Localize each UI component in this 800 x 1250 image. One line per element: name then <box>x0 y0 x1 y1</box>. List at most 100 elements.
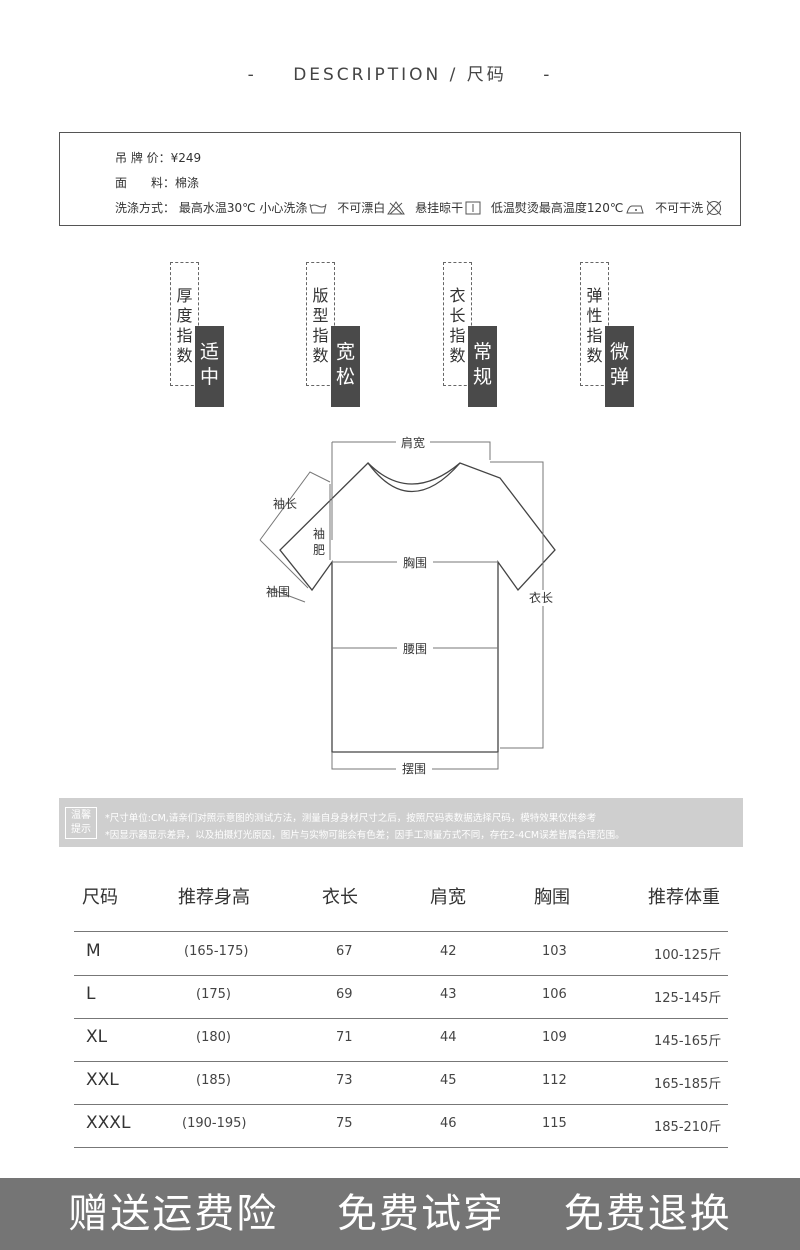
sleeve-width-label-1: 袖 <box>313 526 325 541</box>
table-header-chest: 胸围 <box>534 887 570 908</box>
table-row: XXXL (190-195) 75 46 115 185-210斤 <box>74 1104 728 1148</box>
cuff-label: 袖围 <box>266 584 290 599</box>
cell-length: 71 <box>336 1030 353 1045</box>
tip-line-2: *因显示器显示差异，以及拍摄灯光原因，图片与实物可能会有色差；因手工测量方式不同… <box>105 830 625 841</box>
sleeve-cuff-guide <box>259 539 309 589</box>
index-value: 常规 <box>468 326 497 407</box>
cell-shoulder: 43 <box>440 987 457 1002</box>
cell-shoulder: 46 <box>440 1116 457 1131</box>
shoulder-label-bg <box>396 433 430 451</box>
product-info-box: 吊 牌 价：¥249 面 料：棉涤 洗涤方式： 最高水温30℃ 小心洗涤 不可漂… <box>59 132 741 226</box>
cell-chest: 115 <box>542 1116 567 1131</box>
index-value: 宽松 <box>331 326 360 407</box>
table-row: XXL (185) 73 45 112 165-185斤 <box>74 1061 728 1105</box>
price-row: 吊 牌 价：¥249 <box>115 149 201 166</box>
iron-low-icon <box>626 205 644 213</box>
no-dry-clean-icon <box>706 200 722 215</box>
material-row: 面 料：棉涤 <box>115 174 199 191</box>
table-header-weight: 推荐体重 <box>648 887 720 908</box>
care-item: 最高水温30℃ 小心洗涤 <box>179 199 328 216</box>
table-header-divider <box>74 931 728 932</box>
table-header-length: 衣长 <box>322 887 358 908</box>
waist-label-bg <box>397 641 433 656</box>
care-item: 不可干洗 <box>655 199 723 216</box>
header-title: DESCRIPTION / 尺码 <box>293 65 507 85</box>
length-label: 衣长 <box>529 590 553 605</box>
table-row: XL (180) 71 44 109 145-165斤 <box>74 1018 728 1062</box>
index-label: 衣长指数 <box>449 286 466 365</box>
tips-badge-bottom: 提示 <box>71 824 91 835</box>
wash-label: 洗涤方式： <box>115 201 176 215</box>
hem-label: 摆围 <box>402 762 426 776</box>
wash-row: 洗涤方式： 最高水温30℃ 小心洗涤 不可漂白 悬挂晾干 低温熨烫最高温度120… <box>115 199 729 216</box>
cell-weight: 125-145斤 <box>654 991 722 1006</box>
tshirt-measurement-diagram: 肩宽 袖长 袖 肥 袖围 胸围 衣长 腰围 摆围 <box>259 433 556 777</box>
care-item: 低温熨烫最高温度120℃ <box>491 199 645 216</box>
material-value: 棉涤 <box>175 176 200 190</box>
shoulder-label: 肩宽 <box>401 435 425 450</box>
index-value: 适中 <box>195 326 224 407</box>
cell-height: (175) <box>196 987 231 1002</box>
cell-height: (190-195) <box>182 1116 247 1131</box>
cuff-line <box>267 587 306 603</box>
table-header-shoulder: 肩宽 <box>430 887 466 908</box>
cell-length: 75 <box>336 1116 353 1131</box>
index-elasticity: 弹性指数 微弹 <box>580 262 640 407</box>
tips-badge: 温馨 提示 <box>65 807 97 839</box>
waist-label: 腰围 <box>403 642 427 656</box>
neckline <box>367 462 461 485</box>
cell-length: 67 <box>336 944 353 959</box>
index-fit: 版型指数 宽松 <box>306 262 366 407</box>
cell-weight: 145-165斤 <box>654 1034 722 1049</box>
index-label-box <box>306 262 335 386</box>
sleeve-length-line <box>259 471 331 541</box>
cell-weight: 165-185斤 <box>654 1077 722 1092</box>
material-label: 面 料： <box>115 176 176 190</box>
price-label: 吊 牌 价： <box>115 151 171 165</box>
table-row: M (165-175) 67 42 103 100-125斤 <box>74 932 728 976</box>
tips-banner: 温馨 提示 *尺寸单位:CM,请亲们对照示意图的测试方法，测量自身身材尺寸之后，… <box>59 798 743 847</box>
cell-size: M <box>86 941 101 961</box>
index-label-box <box>580 262 609 386</box>
index-label: 版型指数 <box>312 286 329 365</box>
cell-size: XXXL <box>86 1113 131 1133</box>
cell-weight: 100-125斤 <box>654 948 722 963</box>
cell-weight: 185-210斤 <box>654 1120 722 1135</box>
cell-height: (165-175) <box>184 944 249 959</box>
cell-chest: 112 <box>542 1073 567 1088</box>
cell-chest: 103 <box>542 944 567 959</box>
tip-line-1: *尺寸单位:CM,请亲们对照示意图的测试方法，测量自身身材尺寸之后，按照尺码表数… <box>105 813 597 824</box>
chest-label-bg <box>397 555 433 570</box>
index-thickness: 厚度指数 适中 <box>170 262 230 407</box>
cell-size: L <box>86 984 96 1004</box>
sleeve-length-label: 袖长 <box>273 496 297 511</box>
care-item: 悬挂晾干 <box>415 199 481 216</box>
cell-height: (180) <box>196 1030 231 1045</box>
cell-size: XXL <box>86 1070 119 1090</box>
line-dry-icon <box>465 201 481 214</box>
header-dash-left: - <box>247 65 257 85</box>
cell-shoulder: 45 <box>440 1073 457 1088</box>
index-label-box <box>443 262 472 386</box>
service-free-try-on: 免费试穿 <box>337 1191 505 1237</box>
length-label-bg <box>526 590 556 606</box>
size-table: 尺码 推荐身高 衣长 肩宽 胸围 推荐体重 M (165-175) 67 42 … <box>74 883 728 1148</box>
cell-height: (185) <box>196 1073 231 1088</box>
cell-length: 73 <box>336 1073 353 1088</box>
service-banner: 赠送运费险 免费试穿 免费退换 <box>0 1178 800 1250</box>
cell-chest: 109 <box>542 1030 567 1045</box>
cell-chest: 106 <box>542 987 567 1002</box>
table-header-size: 尺码 <box>82 887 118 908</box>
service-free-exchange: 免费退换 <box>563 1191 732 1237</box>
section-header: - DESCRIPTION / 尺码 - <box>0 60 800 85</box>
service-free-shipping-insurance: 赠送运费险 <box>68 1191 279 1237</box>
cell-shoulder: 44 <box>440 1030 457 1045</box>
care-item: 不可漂白 <box>337 199 406 216</box>
header-dash-right: - <box>543 65 553 85</box>
index-label: 厚度指数 <box>176 286 193 365</box>
index-label-box <box>170 262 199 386</box>
cell-length: 69 <box>336 987 353 1002</box>
hem-label-bg <box>396 761 432 777</box>
table-header-height: 推荐身高 <box>178 887 250 908</box>
tips-badge-top: 温馨 <box>71 810 91 821</box>
